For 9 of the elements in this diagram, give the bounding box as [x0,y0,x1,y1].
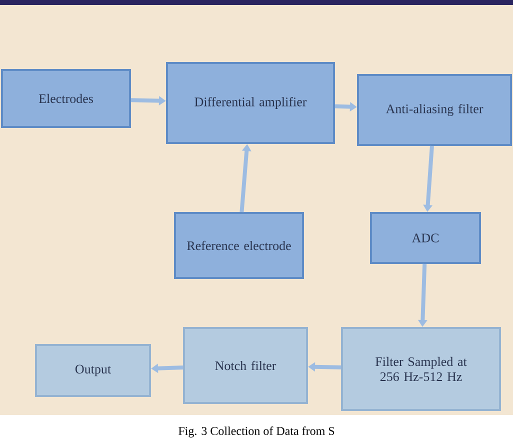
process-box: Output [35,344,151,397]
process-box: Reference electrode [174,212,304,279]
process-box: Notch filter [183,327,308,404]
process-box: Electrodes [1,69,131,128]
process-box: Differential amplifier [166,62,335,144]
caption: Fig. 3 Collection of Data from S [178,426,334,438]
process-box: ADC [370,212,481,264]
process-box: Anti-aliasing filter [357,74,512,146]
process-box: Filter Sampled at 256 Hz-512 Hz [341,327,501,411]
